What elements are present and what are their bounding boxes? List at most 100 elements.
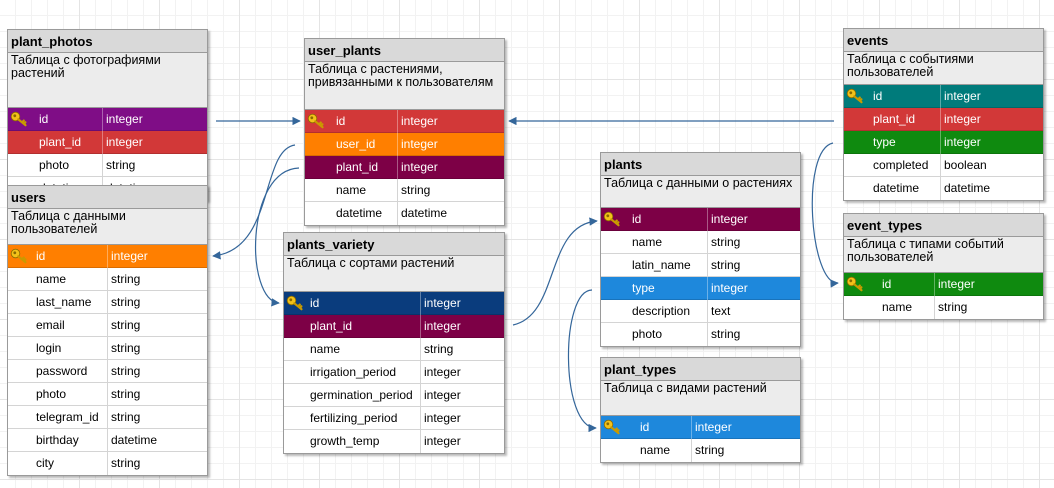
column-type: string: [107, 452, 207, 475]
column-type: integer: [940, 131, 1043, 154]
key-icon: [307, 113, 324, 129]
column-type: string: [107, 268, 207, 291]
key-icon: [10, 248, 27, 264]
table-event-types[interactable]: event_types Таблица с типами событий пол…: [843, 213, 1044, 320]
column-row-type[interactable]: type integer: [601, 277, 800, 300]
column-type: string: [934, 296, 1043, 319]
table-plants-variety[interactable]: plants_variety Таблица с сортами растени…: [283, 232, 505, 454]
key-icon: [286, 295, 303, 311]
column-type: integer: [420, 361, 504, 384]
column-name: latin_name: [632, 258, 691, 272]
column-type: string: [107, 406, 207, 429]
column-type: datetime: [940, 177, 1043, 200]
column-name: id: [336, 114, 346, 128]
column-type: integer: [102, 108, 207, 131]
table-description: Таблица с видами растений: [601, 381, 800, 416]
column-row-password[interactable]: password string: [8, 360, 207, 383]
column-name: id: [310, 296, 320, 310]
column-type: string: [707, 254, 800, 277]
table-users[interactable]: users Таблица с данными пользователей id…: [7, 185, 208, 476]
link-plants-to-plant-types: [567, 289, 597, 433]
table-events[interactable]: events Таблица с событиями пользователей…: [843, 28, 1044, 201]
column-row-type[interactable]: type integer: [844, 131, 1043, 154]
table-title: plants_variety: [284, 233, 504, 256]
column-type: string: [707, 231, 800, 254]
column-name: user_id: [336, 137, 376, 151]
column-type: string: [107, 360, 207, 383]
column-type: text: [707, 300, 800, 323]
column-name: name: [336, 183, 367, 197]
column-name: city: [36, 456, 54, 470]
column-name: description: [632, 304, 691, 318]
column-type: integer: [707, 277, 800, 300]
column-row-city[interactable]: city string: [8, 452, 207, 475]
table-plant-types[interactable]: plant_types Таблица с видами растений id…: [600, 357, 801, 463]
column-name: id: [640, 420, 650, 434]
column-type: boolean: [940, 154, 1043, 177]
column-name: type: [873, 135, 896, 149]
column-name: id: [873, 89, 883, 103]
column-name: photo: [36, 387, 67, 401]
column-row-description[interactable]: description text: [601, 300, 800, 323]
column-type: integer: [691, 416, 800, 439]
column-row-latin-name[interactable]: latin_name string: [601, 254, 800, 277]
table-plant-photos[interactable]: plant_photos Таблица с фотографиями раст…: [7, 29, 208, 201]
column-name: type: [632, 281, 655, 295]
column-name: password: [36, 364, 88, 378]
column-row-id[interactable]: id integer: [601, 416, 800, 439]
column-type: string: [107, 337, 207, 360]
column-name: plant_id: [310, 319, 353, 333]
column-type: string: [420, 338, 504, 361]
column-name: fertilizing_period: [310, 411, 398, 425]
link-events-to-event-types: [811, 142, 839, 288]
table-title: plants: [601, 153, 800, 176]
column-name: id: [632, 212, 642, 226]
column-type: integer: [420, 407, 504, 430]
table-user-plants[interactable]: user_plants Таблица с растениями, привяз…: [304, 38, 505, 226]
column-row-fertilizing-period[interactable]: fertilizing_period integer: [284, 407, 504, 430]
table-description: Таблица с растениями, привязанными к пол…: [305, 62, 504, 110]
column-type: string: [107, 314, 207, 337]
column-type: datetime: [397, 202, 504, 225]
column-name: growth_temp: [310, 434, 380, 448]
column-name: id: [882, 277, 892, 291]
column-type: integer: [940, 108, 1043, 131]
